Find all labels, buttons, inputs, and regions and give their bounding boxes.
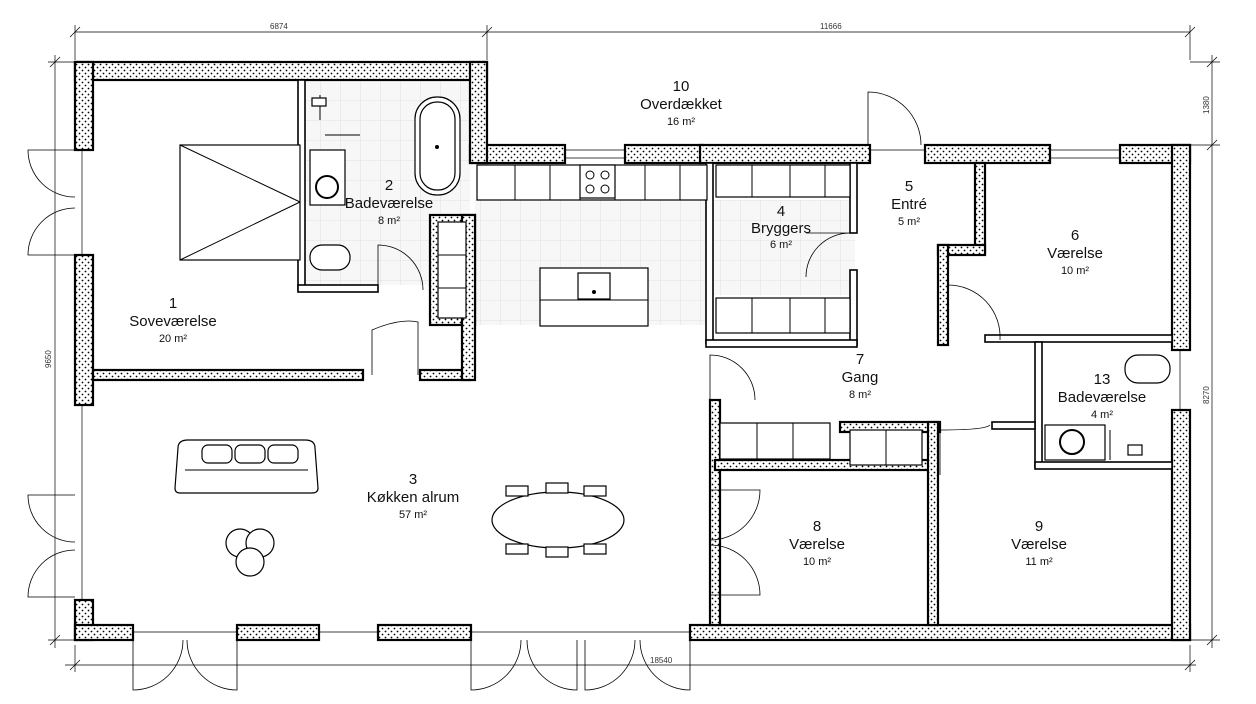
room-area: 5 m² bbox=[898, 216, 920, 228]
room-name: Gang bbox=[842, 369, 879, 386]
room-area: 16 m² bbox=[667, 116, 695, 128]
dimension-lines bbox=[48, 25, 1220, 672]
room-label-5: 5 Entré 5 m² bbox=[891, 178, 927, 228]
room-area: 4 m² bbox=[1091, 409, 1113, 421]
room-number: 13 bbox=[1094, 371, 1111, 388]
room-name: Entré bbox=[891, 196, 927, 213]
dim-left: 9650 bbox=[44, 350, 53, 368]
windows bbox=[81, 149, 1181, 633]
room-name: Overdækket bbox=[640, 96, 723, 113]
room-label-10: 10 Overdækket 16 m² bbox=[640, 78, 723, 128]
room-label-1: 1 Soveværelse 20 m² bbox=[129, 295, 217, 345]
room-label-2: 2 Badeværelse 8 m² bbox=[345, 177, 433, 227]
dim-top-left: 6874 bbox=[270, 22, 288, 31]
room-number: 1 bbox=[169, 295, 177, 312]
room-name: Badeværelse bbox=[345, 195, 433, 212]
room-name: Køkken alrum bbox=[367, 489, 460, 506]
room-number: 6 bbox=[1071, 227, 1079, 244]
dim-right-main: 8270 bbox=[1202, 386, 1211, 404]
room-label-8: 8 Værelse 10 m² bbox=[789, 518, 845, 568]
room-label-9: 9 Værelse 11 m² bbox=[1011, 518, 1067, 568]
room-number: 4 bbox=[777, 203, 785, 220]
room-name: Værelse bbox=[1011, 536, 1067, 553]
room-number: 5 bbox=[905, 178, 913, 195]
dim-bottom: 18540 bbox=[650, 656, 673, 665]
room-label-7: 7 Gang 8 m² bbox=[842, 351, 879, 401]
room-name: Badeværelse bbox=[1058, 389, 1146, 406]
room-area: 57 m² bbox=[399, 509, 427, 521]
room-number: 2 bbox=[385, 177, 393, 194]
room-label-4: 4 Bryggers 6 m² bbox=[751, 203, 811, 251]
room-area: 8 m² bbox=[849, 389, 871, 401]
room-area: 20 m² bbox=[159, 333, 187, 345]
room-label-6: 6 Værelse 10 m² bbox=[1047, 227, 1103, 277]
room-area: 11 m² bbox=[1025, 556, 1053, 568]
room-area: 6 m² bbox=[770, 239, 792, 251]
room-area: 10 m² bbox=[1061, 265, 1089, 277]
dim-right-top: 1380 bbox=[1202, 96, 1211, 114]
room-name: Værelse bbox=[1047, 245, 1103, 262]
dim-top-right: 11666 bbox=[820, 22, 842, 31]
exterior-walls bbox=[73, 60, 1192, 642]
room-name: Bryggers bbox=[751, 220, 811, 237]
room-label-13: 13 Badeværelse 4 m² bbox=[1058, 371, 1146, 421]
room-number: 7 bbox=[856, 351, 864, 368]
room-name: Soveværelse bbox=[129, 313, 217, 330]
room-number: 10 bbox=[673, 78, 690, 95]
room-number: 9 bbox=[1035, 518, 1043, 535]
room-number: 3 bbox=[409, 471, 417, 488]
furniture bbox=[174, 95, 1171, 577]
room-area: 8 m² bbox=[378, 215, 400, 227]
room-number: 8 bbox=[813, 518, 821, 535]
room-area: 10 m² bbox=[803, 556, 831, 568]
room-name: Værelse bbox=[789, 536, 845, 553]
room-label-3: 3 Køkken alrum 57 m² bbox=[367, 471, 460, 521]
doors bbox=[27, 91, 1173, 691]
